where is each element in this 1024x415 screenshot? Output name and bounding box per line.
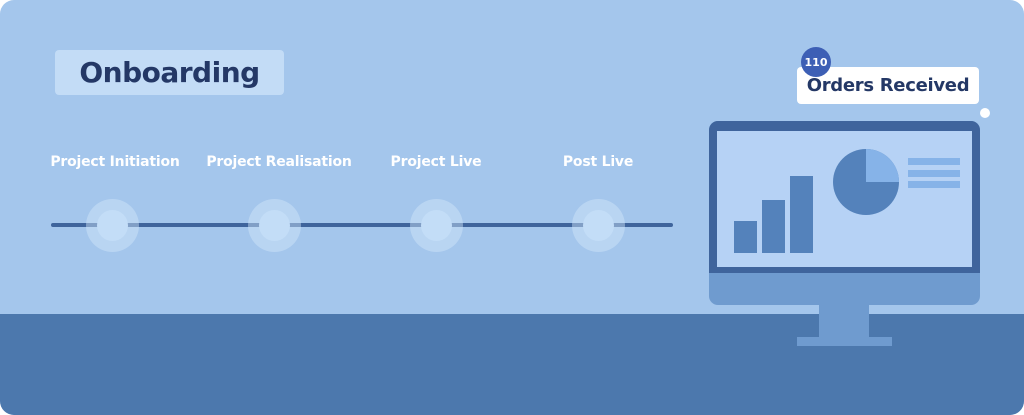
legend-line [908,158,960,165]
orders-received-label: Orders Received [797,67,979,104]
step-label-project-live: Project Live [390,154,482,170]
progress-track [51,223,673,227]
monitor-stand-base [797,337,892,346]
step-node-project-realisation[interactable] [247,199,301,252]
pie-slice-highlight [866,149,899,182]
title-badge: Onboarding [55,50,284,95]
notification-dot [980,108,990,118]
step-node-dot [96,210,128,241]
legend-line [908,181,960,188]
step-node-post-live[interactable] [571,199,625,252]
monitor-neck [819,300,869,342]
step-label-project-initiation: Project Initiation [50,154,180,170]
orders-received-text: Orders Received [806,75,970,96]
step-label-project-realisation: Project Realisation [206,154,352,170]
chart-bar [734,221,757,253]
chart-bar [790,176,813,253]
step-node-dot [258,210,290,241]
step-node-dot [582,210,614,241]
orders-count-badge: 110 [801,47,831,77]
step-node-project-initiation[interactable] [85,199,139,252]
step-label-post-live: Post Live [562,154,634,170]
page-title: Onboarding [79,56,260,89]
step-node-dot [420,210,452,241]
legend-line [908,170,960,177]
step-node-project-live[interactable] [409,199,463,252]
chart-bar [762,200,785,253]
